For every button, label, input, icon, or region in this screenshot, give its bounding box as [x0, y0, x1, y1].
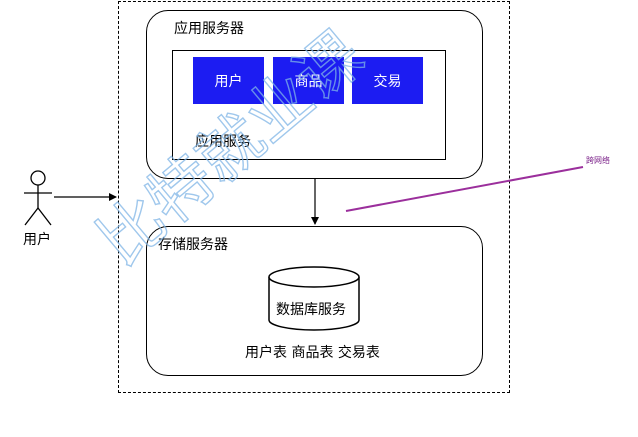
app-server-box	[146, 10, 483, 179]
module-user: 用户	[193, 57, 264, 104]
app-server-title: 应用服务器	[174, 21, 244, 37]
storage-server-box	[146, 226, 483, 376]
network-label: 跨网络	[586, 156, 610, 165]
storage-server-title: 存储服务器	[158, 237, 228, 253]
system-boundary	[118, 1, 510, 393]
user-actor-icon	[24, 170, 52, 226]
app-service-label: 应用服务	[195, 134, 251, 150]
module-product: 商品	[273, 57, 344, 104]
database-icon	[268, 266, 360, 331]
actor-label: 用户	[23, 232, 51, 248]
tables-label: 用户表 商品表 交易表	[245, 345, 380, 361]
module-trade: 交易	[352, 57, 423, 104]
database-label: 数据库服务	[276, 302, 346, 318]
network-line	[345, 166, 584, 212]
